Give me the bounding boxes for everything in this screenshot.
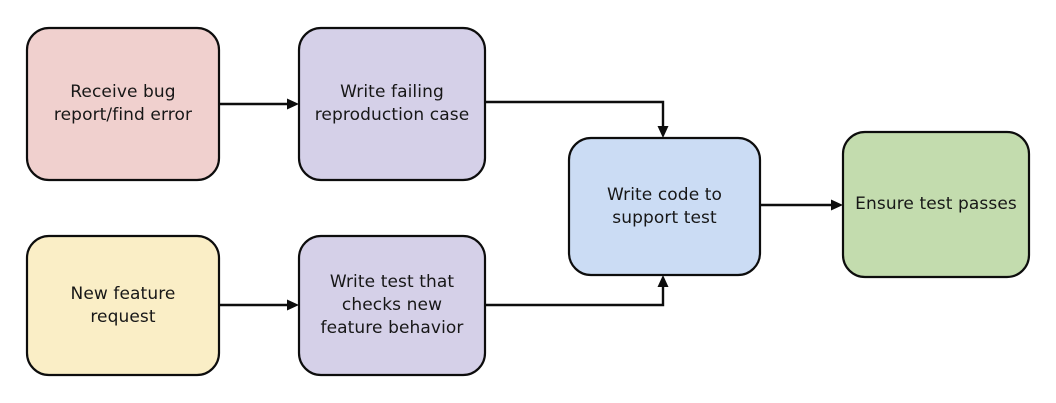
edge-bug-report-to-reproduction-case <box>219 98 299 110</box>
arrow-head-right <box>831 199 843 211</box>
edge-path <box>485 282 665 307</box>
node-write-code-to-support-test[interactable] <box>567 136 762 277</box>
node-write-failing-reproduction-case[interactable] <box>297 26 487 182</box>
node-write-test-checks-new-feature[interactable] <box>297 234 487 377</box>
arrow-head-down <box>657 126 669 138</box>
edge-layer <box>219 98 843 311</box>
edge-path <box>485 100 665 131</box>
edge-feature-request-to-write-test <box>219 299 299 311</box>
edge-reproduction-case-to-write-code <box>485 100 669 138</box>
node-receive-bug-report[interactable] <box>25 26 221 182</box>
arrow-head-right <box>287 98 299 110</box>
node-new-feature-request[interactable] <box>25 234 221 377</box>
node-layer <box>25 26 1031 377</box>
edge-write-test-to-write-code <box>485 275 669 307</box>
edge-write-code-to-ensure-test-passes <box>760 199 843 211</box>
node-ensure-test-passes[interactable] <box>841 130 1031 279</box>
arrow-head-right <box>287 299 299 311</box>
arrow-head-up <box>657 275 669 287</box>
